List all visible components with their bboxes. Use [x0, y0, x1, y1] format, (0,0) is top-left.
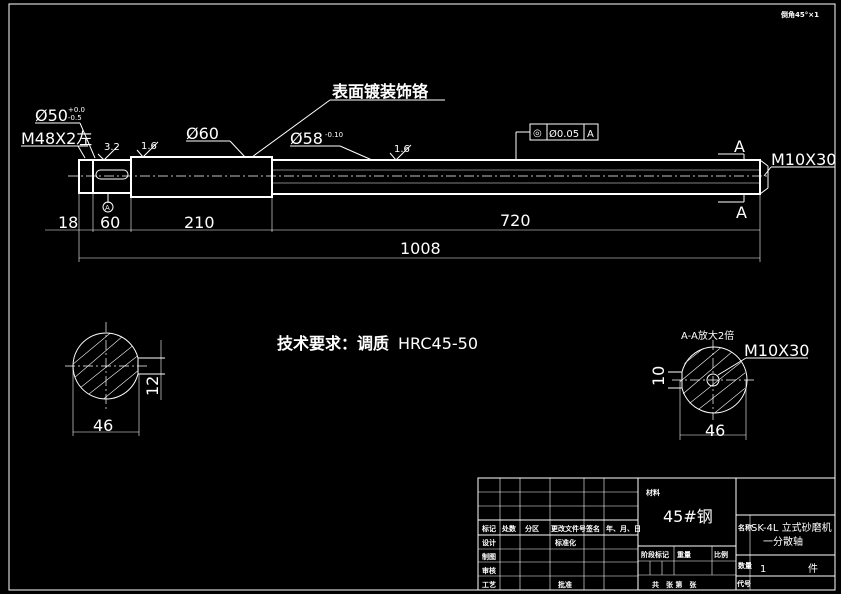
tolerance-frame: ◎ Ø0.05 A — [515, 123, 599, 159]
plating-note: 表面镀装饰铬 — [331, 82, 429, 101]
tolerance-value: Ø0.05 — [549, 128, 579, 140]
dim-1008: 1008 — [400, 239, 441, 258]
material-value: 45#钢 — [663, 507, 713, 526]
d58-label: Ø58 — [290, 129, 323, 148]
d58-tolerance: -0.10 — [325, 131, 343, 139]
svg-text:3.2: 3.2 — [104, 142, 120, 153]
title-block — [477, 477, 836, 591]
row-label-process: 工艺 — [482, 580, 496, 589]
tech-req-value: HRC45-50 — [398, 334, 478, 353]
col-header-doc: 更改文件号 — [551, 524, 586, 533]
qty-unit: 件 — [808, 563, 818, 575]
row-label-design: 设计 — [482, 538, 496, 547]
svg-text:A: A — [105, 204, 110, 212]
stage-label: 阶段标记 — [641, 550, 669, 559]
keyway-slot — [95, 169, 129, 180]
row-label-draw: 制图 — [482, 552, 496, 561]
section-mark-bottom: A — [736, 203, 747, 222]
concentricity-symbol: ◎ — [533, 128, 542, 139]
dimension-lines — [45, 194, 761, 262]
d60-label: Ø60 — [186, 124, 219, 143]
shaft-d58-section — [271, 159, 761, 195]
part-name-line1: SK-4L 立式砂磨机 — [751, 521, 832, 534]
roughness-symbol-1: 3.2 — [97, 142, 120, 161]
material-label: 材料 — [645, 488, 660, 497]
dim-60: 60 — [100, 213, 120, 232]
code-label: 代号 — [736, 579, 751, 588]
col-header-date: 年、月、日 — [606, 524, 641, 533]
sheet-border — [8, 3, 836, 591]
right-cross-section — [668, 340, 808, 440]
tech-req-label: 技术要求：调质 — [277, 334, 389, 353]
scale-label: 比例 — [714, 550, 728, 559]
section-aa-key-height: 10 — [649, 366, 668, 386]
col-header-sign: 签名 — [585, 524, 600, 533]
section-aa-width: 46 — [705, 421, 725, 440]
d50-tol-upper: +0.0 — [68, 106, 85, 114]
tolerance-datum: A — [587, 129, 594, 140]
shaft-main-view — [68, 156, 770, 198]
roughness-symbol-2: 1.6 — [136, 141, 159, 158]
row-label-review: 审核 — [482, 566, 496, 575]
standardize-label: 标准化 — [554, 538, 576, 547]
right-thread-label: M10X30 — [771, 150, 836, 169]
col-header-zone: 分区 — [525, 524, 539, 533]
roughness-symbol-3: 1.6 — [389, 144, 412, 161]
qty-value: 1 — [760, 564, 766, 575]
part-name-line2: 一分散轴 — [763, 535, 803, 548]
weight-label: 重量 — [677, 550, 691, 559]
svg-text:1.6: 1.6 — [141, 141, 157, 152]
left-section-key-height: 12 — [143, 376, 162, 396]
name-label: 名称 — [738, 523, 752, 532]
dim-720: 720 — [500, 211, 531, 230]
qty-label: 数量 — [738, 561, 752, 570]
shaft-d60-section — [130, 156, 273, 198]
datum-flag: A — [102, 193, 114, 213]
thread-label: M48X2左 — [21, 129, 92, 148]
left-section-width: 46 — [93, 416, 113, 435]
section-aa-thread: M10X30 — [744, 341, 809, 360]
thread-stub — [78, 159, 94, 194]
shaft-d50-section — [92, 159, 132, 194]
section-aa-title: A-A放大2倍 — [681, 329, 734, 342]
dim-210: 210 — [184, 213, 215, 232]
dim-18: 18 — [58, 213, 78, 232]
row-label-mark: 标记 — [481, 524, 496, 533]
section-mark-top: A — [734, 137, 745, 156]
svg-text:1.6: 1.6 — [394, 144, 410, 155]
d50-tol-lower: -0.5 — [68, 114, 82, 122]
approve-label: 批准 — [558, 580, 572, 589]
d50-label: Ø50 — [35, 106, 68, 125]
sheet-note: 共 张 第 张 — [652, 580, 697, 589]
corner-chamfer-note: 倒角45°×1 — [780, 10, 819, 19]
col-header-count: 处数 — [501, 524, 517, 533]
